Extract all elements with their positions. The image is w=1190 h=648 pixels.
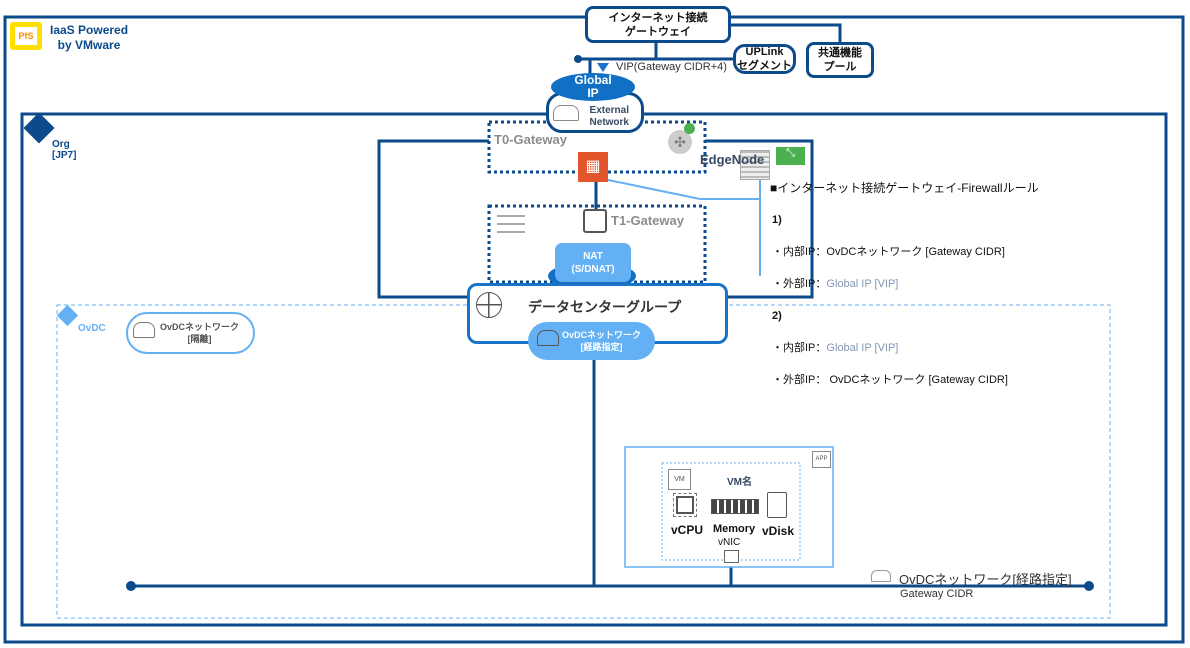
router-icon: ✣ [668, 130, 692, 154]
vnic-port-icon[interactable] [724, 550, 739, 563]
pfs-logo-text: PfS [15, 27, 37, 45]
firewall-rule-callout-line [607, 179, 760, 200]
external-network-label: External Network [589, 104, 629, 128]
memory-icon [711, 499, 759, 514]
rule2-internal: ・内部IP：Global IP [VIP] [772, 340, 1039, 356]
rule1-internal-label: ・内部IP： [772, 246, 827, 258]
network-line-sublabel: Gateway CIDR [900, 588, 974, 600]
firewall-rules: ■インターネット接続ゲートウェイ-Firewallルール 1) ・内部IP：Ov… [770, 164, 1039, 404]
rule1-internal: ・内部IP：OvDCネットワーク [Gateway CIDR] [772, 244, 1039, 260]
rule1-external-value: Global IP [VIP] [826, 278, 899, 290]
segment-end-dot [574, 55, 582, 63]
rule2-external-value: OvDCネットワーク [Gateway CIDR] [826, 374, 1008, 386]
firewall-icon[interactable]: ▦ [578, 152, 608, 182]
global-ip-ellipse: Global IP [551, 73, 635, 101]
crosshair-icon [476, 292, 502, 318]
vip-label: VIP(Gateway CIDR+4) [616, 61, 727, 73]
global-ip-label: Global IP [574, 73, 612, 100]
vm-badge: VM [668, 469, 691, 490]
t1-gateway-label: T1-Gateway [611, 213, 684, 228]
edge-node-label: EdgeNode [700, 152, 765, 167]
network-end-dot [1084, 581, 1094, 591]
vnic-label: vNIC [718, 537, 741, 548]
network-cloud-icon [871, 570, 891, 582]
network-cloud-icon [133, 322, 155, 338]
t0-gateway-label: T0-Gateway [494, 132, 567, 147]
rules-title: ■インターネット接続ゲートウェイ-Firewallルール [770, 181, 1039, 195]
edge-node-icon: ⤡ [776, 147, 805, 165]
vip-triangle-icon [597, 63, 609, 72]
vm-name: VM名 [727, 477, 752, 488]
pfs-logo: PfS [10, 22, 42, 50]
right-loop-line [705, 139, 814, 299]
disk-icon [767, 492, 787, 518]
nat-label: NAT (S/DNAT) [571, 250, 615, 275]
rule2-internal-value: Global IP [VIP] [826, 342, 899, 354]
document-icon [740, 150, 770, 180]
rule1-number: 1) [772, 214, 782, 226]
memory-label: Memory [713, 523, 756, 535]
app-badge: APP [812, 451, 831, 468]
ethernet-port-icon [583, 209, 607, 233]
datacenter-group-label: データセンターグループ [528, 299, 682, 315]
t1-stack-icon [497, 212, 525, 236]
common-pool-box[interactable]: 共通機能 プール [806, 42, 874, 78]
cpu-icon [673, 493, 697, 517]
rule1-external-label: ・外部IP： [772, 278, 827, 290]
network-cloud-icon [537, 330, 559, 346]
vdisk-label: vDisk [762, 524, 795, 538]
ovdc-route-network-pill[interactable]: OvDCネットワーク [経路指定] [528, 322, 655, 360]
ovdc-route-network-label: OvDCネットワーク [経路指定] [561, 330, 641, 352]
internet-gateway-box[interactable]: インターネット接続 ゲートウェイ [585, 6, 731, 43]
network-cloud-icon [553, 105, 579, 121]
gateway-pool-line [730, 23, 842, 44]
nat-box[interactable]: NAT (S/DNAT) [555, 243, 631, 282]
rule2-external: ・外部IP： OvDCネットワーク [Gateway CIDR] [772, 372, 1039, 388]
uplink-segment-box[interactable]: UPLink セグメント [733, 44, 796, 74]
left-loop-line [377, 139, 489, 299]
rule2-number: 2) [772, 310, 782, 322]
ovdc-label: OvDC [78, 323, 106, 334]
brand-title: IaaS Powered by VMware [50, 23, 129, 52]
router-status-badge [684, 123, 695, 134]
network-end-dot [126, 581, 136, 591]
org-label: Org [JP7] [52, 139, 77, 161]
rule2-external-label: ・外部IP： [772, 374, 827, 386]
vcpu-label: vCPU [671, 523, 704, 537]
rule1-internal-value: OvDCネットワーク [Gateway CIDR] [826, 246, 1005, 258]
rule1-external: ・外部IP：Global IP [VIP] [772, 276, 1039, 292]
ovdc-isolated-network-label: OvDCネットワーク [隔離] [159, 322, 239, 344]
network-line-label: OvDCネットワーク[経路指定] [899, 572, 1072, 587]
rule2-internal-label: ・内部IP： [772, 342, 827, 354]
